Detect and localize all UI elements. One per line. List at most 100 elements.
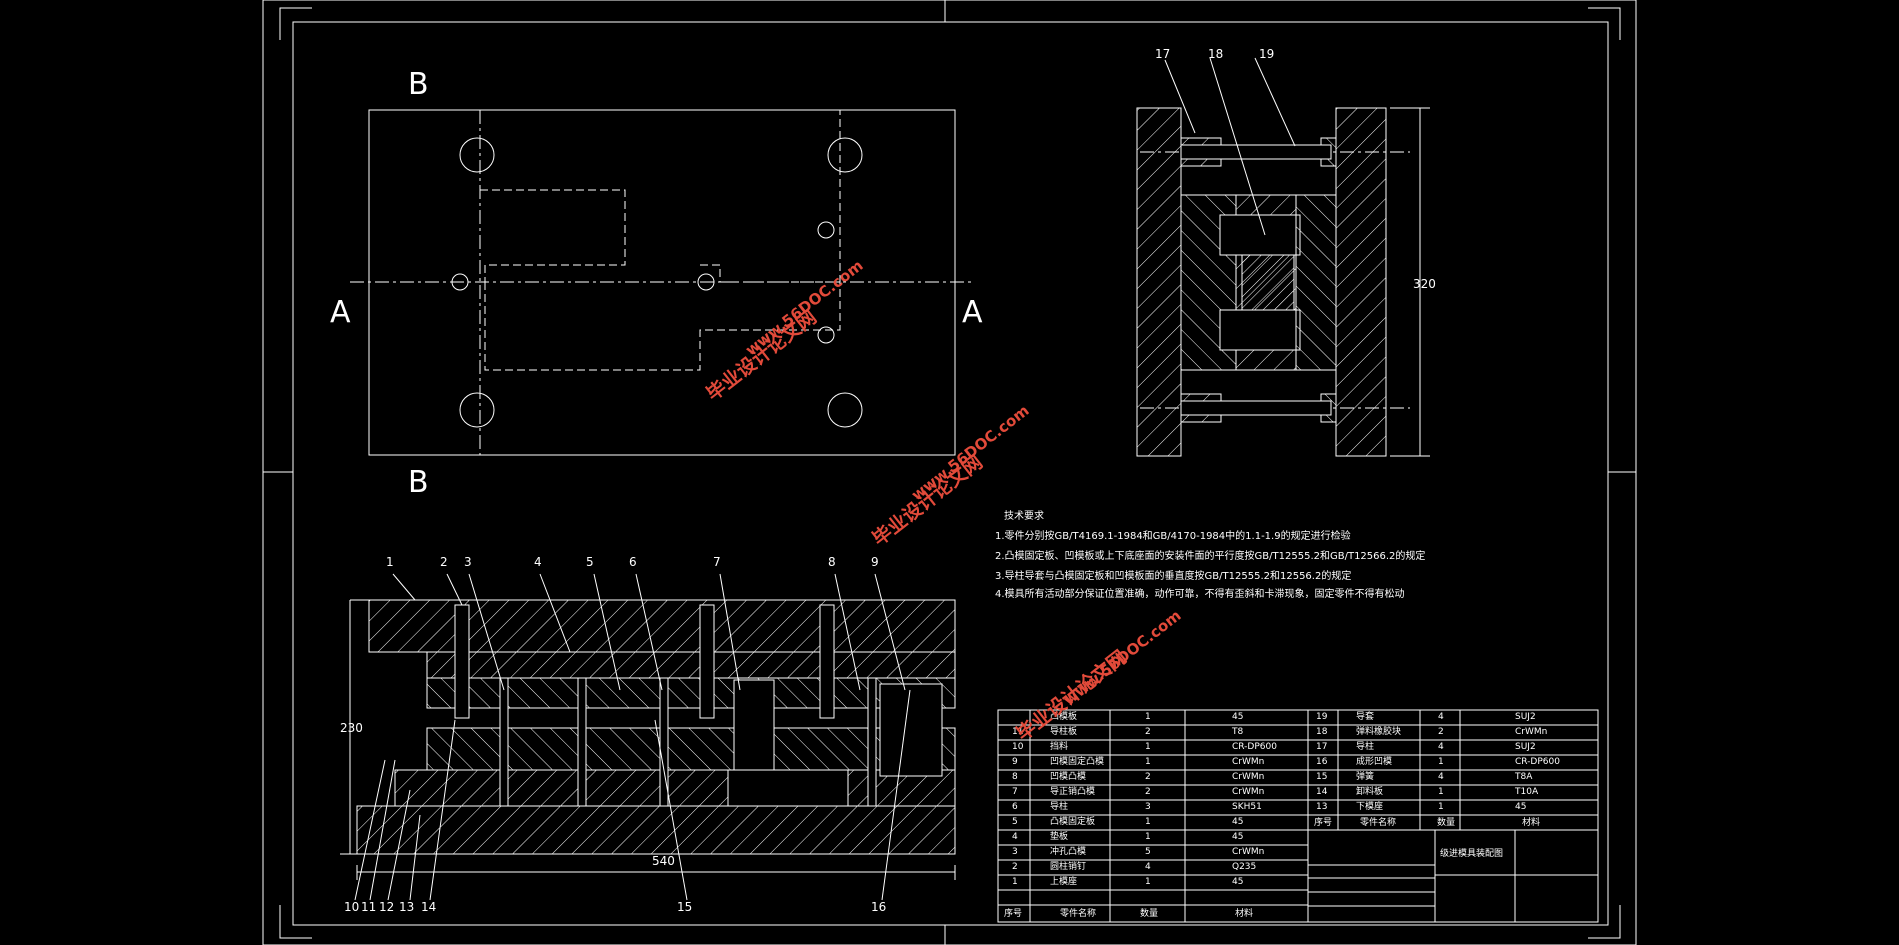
bom-cell-material: CrWMn [1232,787,1265,797]
callout-6: 6 [629,555,637,569]
bom-cell-name: 下模座 [1356,802,1384,812]
bom-header-name: 零件名称 [1060,909,1097,919]
bom-cell-material: T10A [1515,787,1539,797]
bom-cell-material: SUJ2 [1515,712,1536,722]
section-label-a-left: A [330,295,351,330]
bom-header-right-mat: 材料 [1522,818,1541,828]
callout-10: 10 [344,900,360,914]
bom-cell-material: 45 [1232,817,1244,827]
dimension-width: 540 [652,854,675,868]
bom-cell-qty: 1 [1438,757,1444,767]
tech-line-4: 4.模具所有活动部分保证位置准确，动作可靠，不得有歪斜和卡滞现象，固定零件不得有… [995,589,1405,600]
bom-cell-material: 45 [1232,877,1244,887]
bom-cell-no: 4 [1012,832,1018,842]
bom-cell-name: 圆柱销钉 [1050,862,1087,872]
tech-line-1: 1.零件分别按GB/T4169.1-1984和GB/4170-1984中的1.1… [995,531,1351,542]
side-section-view [1136,57,1430,457]
bom-cell-material: 45 [1515,802,1527,812]
bom-cell-material: Q235 [1232,862,1257,872]
callout-3: 3 [464,555,472,569]
bom-cell-no: 10 [1012,742,1024,752]
bom-cell-material: T8A [1515,772,1533,782]
callout-8: 8 [828,555,836,569]
bom-cell-name: 冲孔凸模 [1050,847,1087,857]
bom-cell-no: 7 [1012,787,1018,797]
callout-9: 9 [871,555,879,569]
bom-cell-no: 14 [1316,787,1328,797]
bom-cell-name: 导柱 [1356,742,1375,752]
tech-line-2: 2.凸模固定板、凹模板或上下底座面的安装件面的平行度按GB/T12555.2和G… [995,551,1426,562]
bom-cell-material: CR-DP600 [1515,757,1560,767]
bom-cell-no: 9 [1012,757,1018,767]
callout-7: 7 [713,555,721,569]
callout-11: 11 [361,900,377,914]
bom-cell-name: 垫板 [1050,832,1069,842]
bom-header-right-qty: 数量 [1437,818,1456,828]
bom-cell-name: 弹簧 [1356,772,1375,782]
front-section-view [340,573,956,901]
bom-cell-material: CrWMn [1232,757,1265,767]
bom-cell-qty: 2 [1145,772,1151,782]
bom-cell-qty: 3 [1145,802,1151,812]
tech-line-3: 3.导柱导套与凸模固定板和凹模板面的垂直度按GB/T12555.2和12556.… [995,571,1352,582]
bom-cell-qty: 1 [1145,712,1151,722]
bom-cell-no: 8 [1012,772,1018,782]
bom-cell-qty: 1 [1438,787,1444,797]
bom-cell-qty: 1 [1145,832,1151,842]
bom-header-right-name: 零件名称 [1360,818,1397,828]
bom-cell-no: 11 [1012,727,1024,737]
sheet-frame [262,0,1637,945]
bom-cell-qty: 4 [1438,772,1444,782]
plan-view [350,109,975,456]
bom-cell-no: 6 [1012,802,1018,812]
bom-cell-material: 45 [1232,712,1244,722]
bom-cell-material: CrWMn [1515,727,1548,737]
side-dimension: 320 [1413,277,1436,291]
bom-cell-name: 挡料 [1050,742,1069,752]
bom-cell-name: 卸料板 [1356,787,1384,797]
bom-header-right-no: 序号 [1314,818,1333,828]
section-label-b-bottom: B [408,465,429,500]
bom-cell-material: CrWMn [1232,772,1265,782]
title-block [1307,829,1599,923]
bom-cell-no: 19 [1316,712,1328,722]
callout-1: 1 [386,555,394,569]
callout-5: 5 [586,555,594,569]
callout-2: 2 [440,555,448,569]
callout-13: 13 [399,900,415,914]
bom-cell-name: 凸模固定板 [1050,817,1096,827]
bom-cell-qty: 5 [1145,847,1151,857]
bom-cell-name: 凹模固定凸模 [1050,757,1105,767]
bom-cell-no: 17 [1316,742,1328,752]
bom-cell-qty: 2 [1438,727,1444,737]
bom-cell-qty: 1 [1145,817,1151,827]
bom-cell-qty: 2 [1145,727,1151,737]
bom-cell-material: CR-DP600 [1232,742,1277,752]
title-block-drawing-name: 级进模具装配图 [1440,849,1504,859]
bom-cell-name: 导套 [1356,712,1375,722]
bom-cell-no: 13 [1316,802,1328,812]
bom-cell-material: T8 [1232,727,1244,737]
dimension-height: 230 [340,721,363,735]
bom-cell-name: 导柱 [1050,802,1069,812]
bom-cell-qty: 4 [1438,712,1444,722]
bom-cell-no: 2 [1012,862,1018,872]
bom-header-no: 序号 [1004,909,1023,919]
callout-15: 15 [677,900,693,914]
bom-cell-name: 上模座 [1050,877,1078,887]
bom-cell-name: 凸模板 [1050,712,1078,722]
tech-title: 技术要求 [1004,511,1044,522]
bom-cell-no: 3 [1012,847,1018,857]
callout-4: 4 [534,555,542,569]
bom-cell-qty: 4 [1145,862,1151,872]
callout-12: 12 [379,900,395,914]
bom-cell-material: 45 [1232,832,1244,842]
callout-19: 19 [1259,47,1275,61]
bom-grid-lines [998,710,1598,922]
section-label-a-right: A [962,295,983,330]
bom-cell-qty: 1 [1438,802,1444,812]
bom-cell-no: 1 [1012,877,1018,887]
section-label-b-top: B [408,67,429,102]
callout-14: 14 [421,900,437,914]
